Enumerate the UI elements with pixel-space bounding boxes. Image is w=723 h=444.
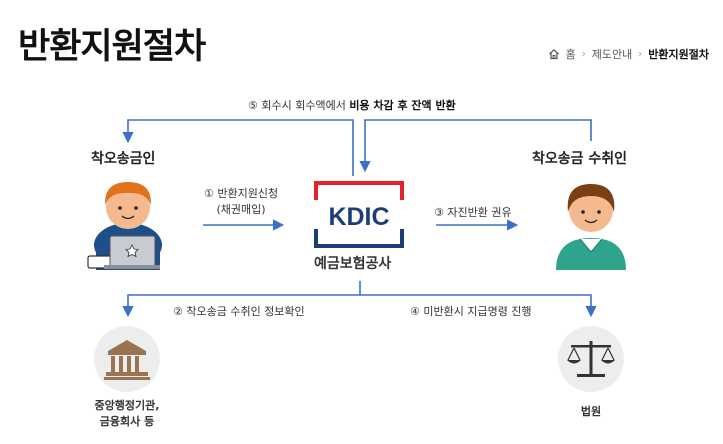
receiver-icon (556, 184, 626, 270)
court-label: 법원 (566, 404, 616, 420)
kdic-name: 예금보험공사 (314, 253, 391, 273)
arrow-step5-to-sender (128, 120, 353, 176)
kdic-logo: KDIC (316, 183, 402, 246)
bank-building-icon (94, 326, 160, 392)
sender-icon (88, 182, 162, 270)
step4-label: ④ 미반환시 지급명령 진행 (410, 303, 532, 319)
step3-label: ③ 자진반환 권유 (434, 204, 512, 220)
step5-label: ⑤ 회수시 회수액에서 비용 차감 후 잔액 반환 (248, 97, 456, 113)
sender-label: 착오송금인 (91, 148, 155, 168)
step2-label: ② 착오송금 수취인 정보확인 (173, 303, 305, 319)
government-label: 중앙행정기관, 금융회사 등 (82, 398, 172, 430)
receiver-label: 착오송금 수취인 (532, 148, 627, 168)
step1-label: ① 반환지원신청 (채권매입) (204, 186, 278, 218)
kdic-logo-text: KDIC (328, 203, 389, 231)
scale-icon (558, 326, 624, 392)
